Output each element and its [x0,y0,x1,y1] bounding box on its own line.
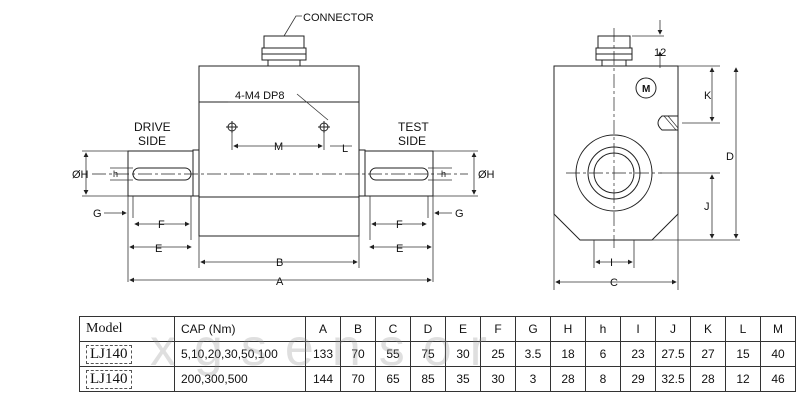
dim-label-F-right: F [396,219,403,231]
side-dimensions [553,20,740,290]
header-cell: h [585,316,621,342]
dim-label-E-right: E [396,243,403,255]
table-cell: 3.5 [515,341,551,367]
table-cell: 27.5 [655,341,691,367]
header-cell: B [340,316,376,342]
dim-label-B: B [276,257,283,269]
connector-label: CONNECTOR [303,12,374,24]
header-cell: C [375,316,411,342]
header-cell: I [620,316,656,342]
table-cell: 144 [305,366,341,392]
table-cell: 133 [305,341,341,367]
specification-table: Model CAP (Nm) A B C D E F G H h I J K L… [79,316,796,392]
dim-label-C: C [610,277,618,289]
table-cell: 65 [375,366,411,392]
front-dimensions [82,15,478,283]
table-cell: 200,300,500 [174,366,306,392]
header-cell: H [550,316,586,342]
table-cell: 25 [480,341,516,367]
test-side-label-2: SIDE [398,134,426,148]
table-cell: 40 [760,341,796,367]
header-cell: D [410,316,446,342]
table-cell: 5,10,20,30,50,100 [174,341,306,367]
header-cell: K [690,316,726,342]
technical-drawing: CONNECTOR 4-M4 DP8 DRIVE SIDE TEST SIDE … [72,12,740,290]
model-cell: LJ140 [79,341,175,367]
header-cell: A [305,316,341,342]
dim-label-h-right: h [441,169,446,179]
dim-label-h-left: h [113,169,118,179]
table-cell: 28 [690,366,726,392]
header-cell: L [725,316,761,342]
table-cell: 70 [340,366,376,392]
table-cell: 55 [375,341,411,367]
header-cell: Model [79,316,175,342]
table-cell: 46 [760,366,796,392]
table-cell: 27 [690,341,726,367]
test-shaft [364,150,434,197]
dim-label-H-left: ØH [72,169,89,181]
table-header-row: Model CAP (Nm) A B C D E F G H h I J K L… [79,316,796,342]
mounting-label: 4-M4 DP8 [235,90,285,102]
table-cell: 6 [585,341,621,367]
header-cell: CAP (Nm) [174,316,306,342]
dim-label-L: L [342,143,348,155]
table-cell: 29 [620,366,656,392]
dim-label-K: K [704,90,712,102]
dim-label-M: M [274,141,283,153]
dim-label-G-left: G [93,208,102,220]
dim-12-label: 12 [654,47,666,59]
model-name: LJ140 [86,369,132,389]
motor-symbol-label: M [642,84,650,95]
header-cell: J [655,316,691,342]
dim-label-D: D [726,151,734,163]
drive-side-label-1: DRIVE [134,120,171,134]
drive-side-label-2: SIDE [138,134,166,148]
table-cell: 23 [620,341,656,367]
drawing-labels: CONNECTOR 4-M4 DP8 DRIVE SIDE TEST SIDE … [72,12,734,289]
dim-label-H-right: ØH [478,169,495,181]
header-cell: G [515,316,551,342]
table-cell: 35 [445,366,481,392]
table-cell: 28 [550,366,586,392]
dim-label-J: J [704,201,710,213]
header-cell: E [445,316,481,342]
table-cell: 32.5 [655,366,691,392]
dim-label-I: I [610,257,613,269]
table-cell: 8 [585,366,621,392]
dim-label-F-left: F [158,219,165,231]
table-cell: 30 [480,366,516,392]
table-cell: 18 [550,341,586,367]
table-cell: 85 [410,366,446,392]
dim-label-G-right: G [455,208,464,220]
table-cell: 75 [410,341,446,367]
table-cell: 30 [445,341,481,367]
model-name: LJ140 [86,344,132,364]
dim-label-A: A [276,276,284,288]
table-cell: 12 [725,366,761,392]
model-cell: LJ140 [79,366,175,392]
table-cell: 3 [515,366,551,392]
header-cell: M [760,316,796,342]
connector-front [261,35,307,67]
table-cell: 15 [725,341,761,367]
table-row: LJ140 200,300,500 144 70 65 85 35 30 3 2… [79,366,796,392]
side-view [553,28,679,248]
dim-label-E-left: E [155,243,162,255]
table-row: LJ140 5,10,20,30,50,100 133 70 55 75 30 … [79,341,796,367]
front-view [92,35,468,237]
header-cell: F [480,316,516,342]
test-side-label-1: TEST [398,120,429,134]
drive-shaft [127,150,194,197]
motor-symbol-circle [635,77,657,99]
table-cell: 70 [340,341,376,367]
